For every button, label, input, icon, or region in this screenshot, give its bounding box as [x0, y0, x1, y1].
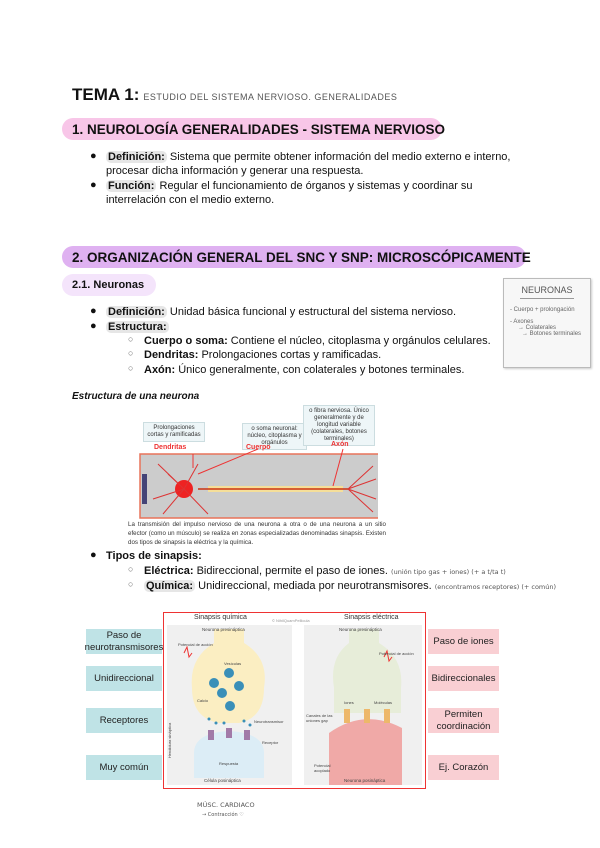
neuron-figure: Prolongaciones cortas y ramificadas o so… — [128, 404, 386, 554]
sub-item: Química: Unidireccional, mediada por neu… — [144, 580, 557, 592]
sub-bullet: ○ — [128, 564, 134, 574]
bullet: ● — [90, 150, 97, 162]
section-1-heading: 1. NEUROLOGÍA GENERALIDADES - SISTEMA NE… — [62, 118, 445, 140]
label-right: Permiten coordinación — [428, 708, 499, 733]
label-left: Muy común — [86, 755, 162, 780]
label-iones: Iones — [344, 700, 354, 705]
label-moleculas: Moléculas — [374, 700, 393, 705]
label-calcio: Calcio — [197, 698, 209, 703]
sub-bullet: ○ — [128, 579, 134, 589]
handwritten-note-1: MÚSC. CARDIACO — [197, 801, 255, 809]
handwritten-note-2: → Contracción ♡ — [202, 812, 244, 818]
page-title: TEMA 1:ESTUDIO DEL SISTEMA NERVIOSO. GEN… — [72, 85, 398, 104]
bullet: ● — [90, 549, 97, 561]
label-pre: Neurona presináptica — [339, 627, 382, 632]
list-item-cont: procesar dicha información y generar una… — [106, 165, 364, 177]
label-left: Unidireccional — [86, 666, 162, 691]
soma-info-box: o soma neuronal: núcleo, citoplasma y or… — [242, 423, 307, 450]
label-hendidura: Hendidura sináptica — [167, 722, 173, 759]
list-item: Función: Regular el funcionamiento de ór… — [106, 180, 473, 192]
label-potencial: Potencial de acción — [379, 651, 414, 656]
label-right: Ej. Corazón — [428, 755, 499, 780]
label-right: Bidireccionales — [428, 666, 499, 691]
label-acoplado: Potencial acoplado — [314, 763, 331, 773]
label-respuesta: Respuesta — [219, 761, 239, 766]
label-neurotransmisor: Neurotransmisor — [254, 719, 284, 724]
synapse-figure: Sinapsis química Sinapsis eléctrica © Ni… — [163, 612, 426, 789]
sub-item: Dendritas: Prolongaciones cortas y ramif… — [144, 349, 382, 361]
section-2-heading: 2. ORGANIZACIÓN GENERAL DEL SNC Y SNP: M… — [62, 246, 531, 268]
label-potencial: Potencial de acción — [178, 642, 213, 647]
bullet: ● — [90, 179, 97, 191]
label-sinapsis-electrica: Sinapsis eléctrica — [344, 614, 399, 621]
label-left: Paso de neurotransmisores — [84, 629, 164, 654]
list-item: Tipos de sinapsis: — [106, 550, 202, 562]
label-cuerpo: Cuerpo — [246, 444, 271, 451]
figure-caption: Estructura de una neurona — [72, 391, 200, 402]
sub-bullet: ○ — [128, 334, 134, 344]
list-item-cont: interrelación con el medio externo. — [106, 194, 275, 206]
axon-info-box: o fibra nerviosa. Único generalmente y d… — [303, 405, 375, 446]
label-left: Receptores — [86, 708, 162, 733]
bullet: ● — [90, 305, 97, 317]
label-vesiculas: Vesículas — [224, 661, 242, 666]
label-post-quimica: Célula posináptica — [204, 778, 241, 783]
neuron-illustration — [139, 448, 378, 519]
label-dendritas: Dendritas — [154, 444, 187, 451]
list-item: Definición: Sistema que permite obtener … — [106, 151, 511, 163]
list-item: Definición: Unidad básica funcional y es… — [106, 306, 457, 318]
list-item: Estructura: — [106, 321, 169, 333]
bullet: ● — [90, 320, 97, 332]
label-receptor: Receptor — [262, 740, 279, 745]
label-canales: Canales de las uniones gap — [306, 713, 333, 723]
handwritten-note: NEURONAS - Cuerpo + prolongación - Axone… — [503, 278, 591, 368]
watermark: © NihilQuamPellicula — [272, 618, 310, 623]
label-post-electrica: Neurona posináptica — [344, 778, 386, 783]
subsection-heading: 2.1. Neuronas — [62, 274, 156, 296]
sub-bullet: ○ — [128, 363, 134, 373]
label-sinapsis-quimica: Sinapsis química — [194, 614, 247, 621]
label-right: Paso de iones — [428, 629, 499, 654]
neuron-paragraph: La transmisión del impulso nervioso de u… — [128, 521, 386, 546]
synapse-illustration — [167, 625, 422, 785]
sub-item: Axón: Único generalmente, con colaterale… — [144, 364, 465, 376]
label-pre: Neurona presináptica — [202, 627, 245, 632]
sub-item: Cuerpo o soma: Contiene el núcleo, citop… — [144, 335, 491, 347]
sub-item: Eléctrica: Bidireccional, permite el pas… — [144, 565, 506, 577]
dendrite-info-box: Prolongaciones cortas y ramificadas — [143, 422, 205, 442]
sub-bullet: ○ — [128, 348, 134, 358]
label-axon: Axón — [331, 441, 349, 448]
